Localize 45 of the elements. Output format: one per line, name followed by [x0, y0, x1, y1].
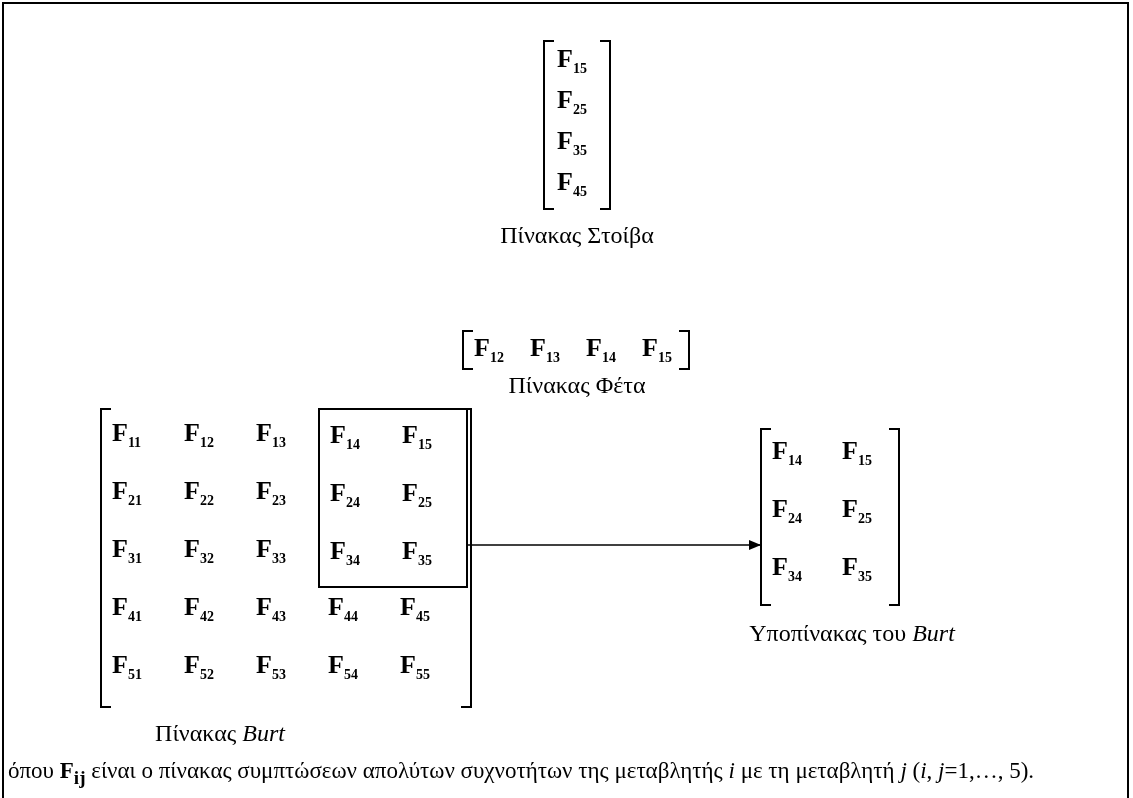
- matrix-entry: F$_{34}$: [330, 536, 360, 571]
- matrix-entry: F$_{45}$: [400, 592, 430, 627]
- matrix-entry: F$_{25}$: [402, 478, 432, 513]
- matrix-entry: F$_{14}$: [586, 333, 616, 368]
- matrix-entry: F$_{14}$: [330, 420, 360, 455]
- matrix-entry: F$_{55}$: [400, 650, 430, 685]
- matrix-entry: F$_{41}$: [112, 592, 142, 627]
- matrix-entry: F$_{12}$: [474, 333, 504, 368]
- matrix-entry: F$_{15}$: [642, 333, 672, 368]
- footnote-text: όπου F$_{ij}$ είναι ο πίνακας συμπτώσεων απολύτων συχνοτήτων της μεταβλητής i με τη μεταβλητή j (i, j=1,…, 5).: [8, 757, 1036, 790]
- matrix-entry: F$_{44}$: [328, 592, 358, 627]
- matrix-caption: Πίνακας Φέτα: [508, 372, 646, 399]
- matrix-entry: F$_{43}$: [256, 592, 286, 627]
- highlight-box: [318, 408, 468, 588]
- matrix-entry: F$_{34}$: [772, 552, 802, 587]
- matrix-entry: F$_{42}$: [184, 592, 214, 627]
- matrix-entry: F$_{21}$: [112, 476, 142, 511]
- matrix-entry: F$_{13}$: [256, 418, 286, 453]
- matrix-entry: F$_{52}$: [184, 650, 214, 685]
- matrix-caption: Πίνακας Burt: [155, 720, 285, 747]
- matrix-entry: F$_{51}$: [112, 650, 142, 685]
- matrix-entry: F$_{23}$: [256, 476, 286, 511]
- matrix-entry: F$_{22}$: [184, 476, 214, 511]
- matrix-entry: F$_{15}$: [402, 420, 432, 455]
- matrix-entry: F$_{24}$: [330, 478, 360, 513]
- matrix-entry: F$_{35}$: [842, 552, 872, 587]
- matrix-entry: F$_{35}$: [557, 126, 587, 161]
- matrix-entry: F$_{32}$: [184, 534, 214, 569]
- matrix-entry: F$_{11}$: [112, 418, 142, 453]
- matrix-entry: F$_{31}$: [112, 534, 142, 569]
- matrix-entry: F$_{14}$: [772, 436, 802, 471]
- matrix-entry: F$_{35}$: [402, 536, 432, 571]
- matrix-entry: F$_{25}$: [842, 494, 872, 529]
- matrix-entry: F$_{25}$: [557, 85, 587, 120]
- matrix-entry: F$_{13}$: [530, 333, 560, 368]
- matrix-entry: F$_{53}$: [256, 650, 286, 685]
- matrix-entry: F$_{24}$: [772, 494, 802, 529]
- matrix-caption: Πίνακας Στοίβα: [500, 222, 654, 249]
- matrix-entry: F$_{33}$: [256, 534, 286, 569]
- matrix-entry: F$_{15}$: [557, 44, 587, 79]
- matrix-caption: Υποπίνακας του Burt: [749, 620, 955, 647]
- matrix-entry: F$_{15}$: [842, 436, 872, 471]
- matrix-entry: F$_{12}$: [184, 418, 214, 453]
- matrix-entry: F$_{45}$: [557, 167, 587, 202]
- matrix-entry: F$_{54}$: [328, 650, 358, 685]
